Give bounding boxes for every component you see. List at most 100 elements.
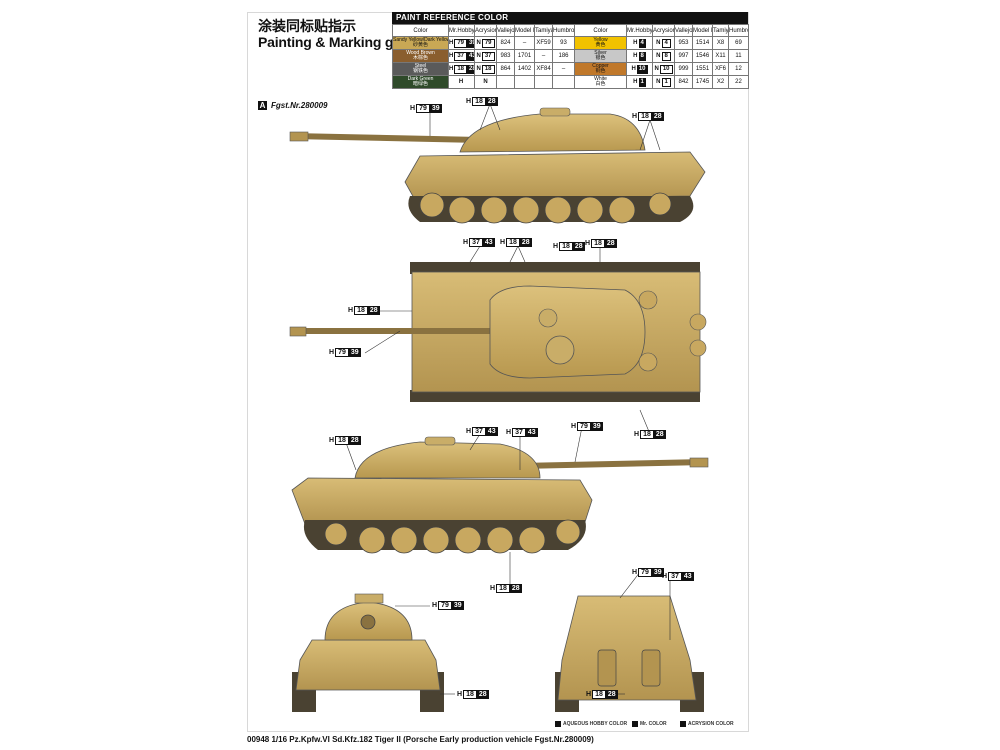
- drive-sprocket: [419, 192, 445, 218]
- scheme-label: A Fgst.Nr.280009: [258, 101, 327, 110]
- paint-table-heading: PAINT REFERENCE COLOR: [392, 12, 748, 24]
- drive-sprocket: [555, 519, 581, 545]
- tank-top-view: [289, 262, 707, 402]
- col-header: Tamiya: [534, 24, 553, 37]
- muzzle: [289, 131, 309, 142]
- gun-barrel: [519, 459, 706, 469]
- road-wheel: [512, 196, 540, 224]
- humbrol-cell: 22: [728, 75, 749, 89]
- footer-caption: 00948 1/16 Pz.Kpfw.VI Sd.Kfz.182 Tiger I…: [247, 735, 594, 744]
- road-wheel: [390, 526, 418, 554]
- cupola-front: [354, 593, 384, 604]
- track-top: [410, 262, 700, 274]
- cupola: [539, 107, 571, 117]
- hull-front: [295, 639, 441, 691]
- col-header: Color: [574, 24, 627, 37]
- exhaust-right: [641, 649, 661, 687]
- exhaust-left: [597, 649, 617, 687]
- spare-wheel: [638, 290, 658, 310]
- muzzle-top: [289, 326, 307, 337]
- road-wheel: [486, 526, 514, 554]
- col-header: Humbrol: [728, 24, 749, 37]
- legend-swatch: [632, 721, 638, 727]
- paint-row: Wood Brown木棕色H3743N379831701–186Silver银色…: [392, 49, 749, 63]
- road-wheel: [448, 196, 476, 224]
- road-wheel: [608, 196, 636, 224]
- turret: [459, 113, 646, 153]
- track-bottom: [410, 390, 700, 402]
- legend-swatch: [555, 721, 561, 727]
- spare-wheel: [689, 339, 707, 357]
- road-wheel: [454, 526, 482, 554]
- tank-side-view-left: [289, 107, 706, 224]
- legend-swatch: [680, 721, 686, 727]
- turret-top: [489, 285, 646, 379]
- title-english: Painting & Marking guide: [258, 34, 422, 50]
- title-chinese: 涂装同标贴指示: [258, 19, 356, 35]
- legend-aqueous: AQUEOUS HOBBY COLOR: [555, 721, 627, 727]
- legend-acrysion: ACRYSION COLOR: [680, 721, 734, 727]
- cupola-top: [545, 335, 575, 365]
- scheme-letter: A: [258, 101, 267, 110]
- road-wheel: [358, 526, 386, 554]
- cupola: [424, 436, 456, 446]
- hull: [291, 477, 593, 525]
- paint-table-grid: Color Mr.Hobby Acrysion Vallejo Model Ma…: [392, 24, 749, 89]
- paint-reference-table: PAINT REFERENCE COLOR Color Mr.Hobby Acr…: [392, 12, 749, 89]
- col-header: Acrysion: [474, 24, 497, 37]
- spare-wheel: [689, 313, 707, 331]
- tank-front-view: [292, 593, 444, 712]
- hull-rear: [557, 595, 697, 701]
- paint-table-header-row: Color Mr.Hobby Acrysion Vallejo Model Ma…: [392, 24, 749, 37]
- idler-wheel: [648, 192, 672, 216]
- road-wheel: [576, 196, 604, 224]
- col-header: Color: [392, 24, 449, 37]
- road-wheel: [480, 196, 508, 224]
- road-wheel: [544, 196, 572, 224]
- gun-mantlet: [360, 614, 376, 630]
- col-header: Acrysion: [652, 24, 675, 37]
- paint-row: Sandy Yellow/Dark Yellow砂黄色H7939N79824–X…: [392, 36, 749, 50]
- turret: [354, 441, 541, 479]
- idler-wheel: [324, 522, 348, 546]
- paint-table-body: Sandy Yellow/Dark Yellow砂黄色H7939N79824–X…: [392, 36, 749, 89]
- hatch: [538, 308, 558, 328]
- spare-wheel: [638, 352, 658, 372]
- col-header: Vallejo: [674, 24, 693, 37]
- tank-side-view-right: [291, 436, 709, 554]
- muzzle: [689, 457, 709, 468]
- tank-rear-view: [555, 595, 704, 712]
- gun-barrel: [291, 133, 481, 143]
- col-header: Mr.Hobby: [626, 24, 653, 37]
- col-header: Vallejo: [496, 24, 515, 37]
- scheme-name: Fgst.Nr.280009: [271, 101, 328, 110]
- humbrol-cell: 11: [728, 49, 749, 63]
- tamiya-cell: X2: [712, 75, 729, 89]
